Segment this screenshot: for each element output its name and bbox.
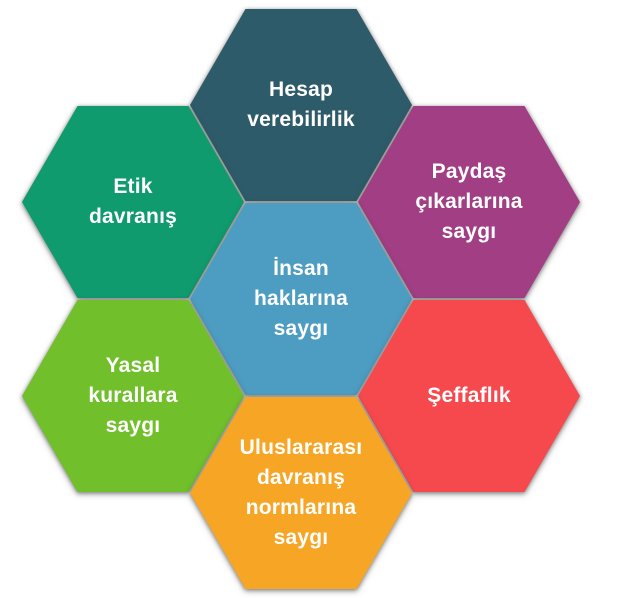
hexagon-shape: Hesap verebilirlik [190,9,412,201]
hexagon-shape: Uluslararası davranış normlarına saygı [190,397,412,589]
hexagon-label-accountability: Hesap verebilirlik [247,78,355,131]
hexagon-accountability: Hesap verebilirlik [190,9,412,201]
hexagon-label-international-norms: Uluslararası davranış normlarına saygı [239,436,363,549]
hexagon-shape: Yasal kurallara saygı [22,300,244,492]
hexagon-legal-rules: Yasal kurallara saygı [22,300,244,492]
hexagon-shape: Paydaş çıkarlarına saygı [358,106,580,298]
hexagon-transparency: Şeffaflık [358,300,580,492]
hexagon-label-transparency: Şeffaflık [427,384,511,407]
hexagon-shape: Etik davranış [22,106,244,298]
hexagon-shape: İnsan haklarına saygı [190,203,412,395]
hexagon-ethical-behavior: Etik davranış [22,106,244,298]
hexagon-label-stakeholder-interests: Paydaş çıkarlarına saygı [415,160,523,243]
hexagon-label-human-rights: İnsan haklarına saygı [253,257,348,340]
hexagon-shape: Şeffaflık [358,300,580,492]
hexagon-stakeholder-interests: Paydaş çıkarlarına saygı [358,106,580,298]
hexagon-international-norms: Uluslararası davranış normlarına saygı [190,397,412,589]
hexagon-human-rights: İnsan haklarına saygı [190,203,412,395]
hexagon-label-legal-rules: Yasal kurallara saygı [88,354,178,437]
hexagon-label-ethical-behavior: Etik davranış [89,175,177,228]
